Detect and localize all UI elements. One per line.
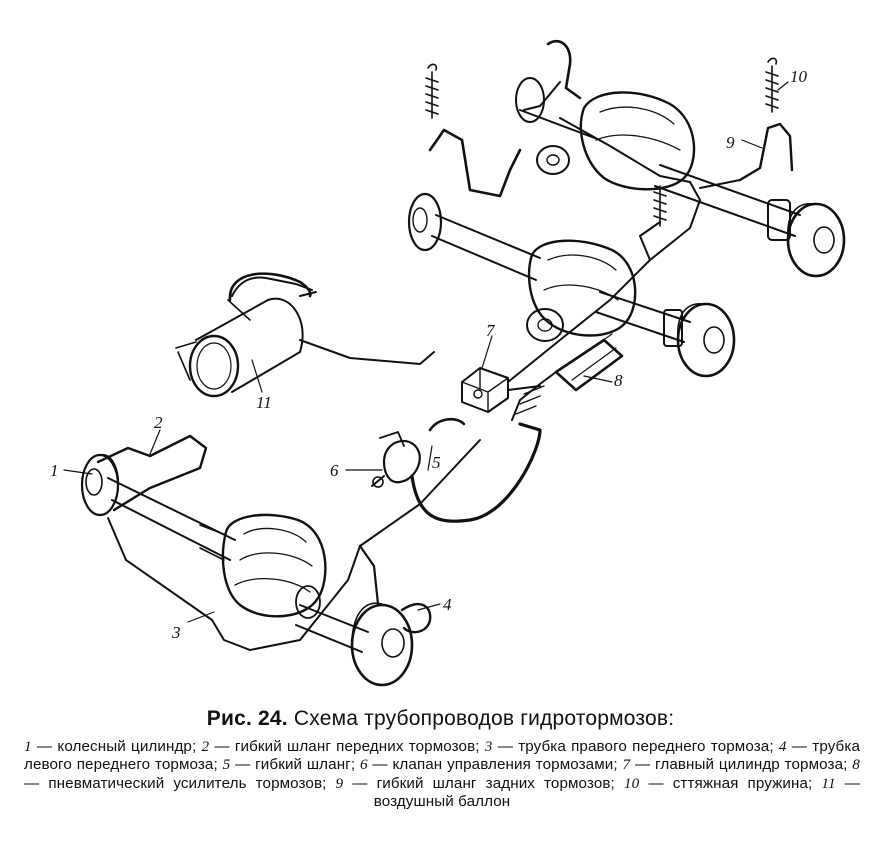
legend-item-text: пневматический усилитель тормозов; — [48, 774, 327, 792]
legend-item-number: 8 — [852, 756, 860, 774]
label-5: 5 — [432, 453, 441, 472]
legend-item-text: сттяжная пружина; — [672, 774, 813, 792]
legend-item: 9 — гибкий шланг задних тормозов; — [335, 774, 615, 792]
legend-item-number: 5 — [222, 756, 231, 774]
master-cylinder — [461, 367, 541, 413]
legend-item: 7 — главный цилиндр тормоза; — [622, 756, 848, 774]
legend-item-number: 3 — [484, 738, 493, 755]
brake-piping-diagram: 1 2 3 4 5 6 7 8 9 10 11 — [50, 39, 846, 687]
legend-item-text: гибкий шланг передних тормозов; — [234, 738, 480, 755]
label-1: 1 — [50, 461, 59, 480]
legend-item-number: 9 — [335, 774, 344, 792]
legend-item-text: воздушный баллон — [373, 793, 511, 811]
legend-item-number: 1 — [24, 738, 32, 755]
legend-item: 2 — гибкий шланг передних тормозов; — [201, 738, 480, 755]
brake-control-valve — [371, 431, 421, 488]
label-3: 3 — [171, 623, 181, 642]
caption-title: Схема трубопроводов гидротормозов: — [293, 707, 675, 730]
legend-item-text: клапан управления тормозами; — [392, 756, 618, 774]
tension-springs — [425, 57, 779, 227]
air-tank — [175, 272, 317, 398]
legend-item: 5 — гибкий шланг; — [222, 756, 356, 774]
label-9: 9 — [726, 133, 735, 152]
legend-item-number: 10 — [623, 774, 640, 792]
figure-legend: 1 — колесный цилиндр; 2 — гибкий шланг п… — [24, 738, 860, 812]
label-6: 6 — [330, 461, 339, 480]
legend-item-number: 2 — [201, 738, 210, 755]
brake-booster — [511, 333, 624, 421]
legend-item-text: трубка правого переднего тормоза; — [518, 738, 774, 755]
legend-item-text: гибкий шланг задних тормозов; — [376, 774, 615, 792]
legend-item-number: 11 — [821, 774, 836, 792]
legend-item: 3 — трубка правого переднего тормоза; — [484, 738, 774, 755]
label-11: 11 — [256, 393, 272, 412]
legend-item-number: 7 — [622, 756, 631, 774]
legend-item-text: колесный цилиндр; — [57, 738, 197, 755]
label-8: 8 — [614, 371, 623, 390]
legend-item: 10 — сттяжная пружина; — [623, 774, 813, 792]
figure-caption: Рис. 24. Схема трубопроводов гидротормоз… — [0, 707, 881, 731]
legend-item: 11 — воздушный баллон — [373, 774, 860, 811]
legend-item-number: 4 — [778, 738, 787, 755]
legend-item: 1 — колесный цилиндр; — [24, 738, 197, 755]
legend-item-text: главный цилиндр тормоза; — [655, 756, 848, 774]
label-2: 2 — [154, 413, 163, 432]
legend-item: 4 — трубка левого переднего тормоза; — [24, 738, 860, 774]
legend-item-text: гибкий шланг; — [255, 756, 356, 774]
legend-item: 6 — клапан управления тормозами; — [359, 756, 618, 774]
caption-prefix: Рис. 24. — [206, 707, 288, 730]
leader-lines — [63, 81, 789, 623]
label-4: 4 — [443, 595, 452, 614]
legend-item-text: трубка левого переднего тормоза; — [24, 738, 860, 774]
brake-pipes — [96, 39, 794, 651]
front-axle — [80, 453, 432, 687]
rear-axle-middle — [407, 192, 736, 378]
part-labels: 1 2 3 4 5 6 7 8 9 10 11 — [50, 67, 808, 642]
label-10: 10 — [790, 67, 808, 86]
legend-item: 8 — пневматический усилитель тормозов; — [24, 756, 860, 792]
rear-axle-rear — [515, 77, 846, 278]
legend-item-number: 6 — [359, 756, 368, 774]
label-7: 7 — [486, 321, 496, 340]
